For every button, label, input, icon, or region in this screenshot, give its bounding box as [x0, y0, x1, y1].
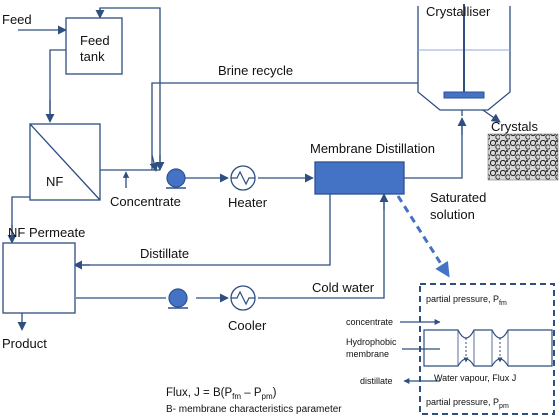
- label-crystalliser: Crystalliser: [426, 4, 491, 19]
- nf-membrane-diagonal: [29, 123, 101, 201]
- label-concentrate: Concentrate: [110, 194, 181, 209]
- pump-bottom: [168, 288, 188, 309]
- flow-lines: [7, 7, 501, 331]
- recycle-to-tank-top: [99, 7, 118, 16]
- inset-water-vapour: Water vapour, Flux J: [434, 373, 516, 383]
- crystalliser-vessel: [417, 4, 511, 116]
- label-brine-recycle: Brine recycle: [218, 63, 293, 78]
- inset-hydrophobic-1: Hydrophobic: [346, 337, 397, 347]
- flux-formula: Flux, J = B(Pfm – Ppm): [166, 387, 277, 401]
- cooler: [230, 285, 256, 311]
- brine-recycle-line: [151, 82, 418, 170]
- inset-pp-top: partial pressure, Pfm: [426, 294, 507, 307]
- label-product: Product: [2, 336, 47, 351]
- label-heater: Heater: [228, 195, 268, 210]
- label-crystals: Crystals: [491, 119, 538, 134]
- label-feed: Feed: [2, 12, 32, 27]
- label-cooler: Cooler: [228, 318, 267, 333]
- zoom-dashed-arrow: [396, 195, 450, 278]
- label-cold-water: Cold water: [312, 280, 375, 295]
- membrane-inset: [400, 283, 555, 415]
- cold-water-line: [258, 196, 385, 299]
- label-nf-permeate: NF Permeate: [8, 225, 85, 240]
- distillate-line: [76, 194, 331, 266]
- labels: Feed Feed tank Crystalliser Brine recycl…: [2, 4, 538, 415]
- label-feed-tank-2: tank: [80, 49, 105, 64]
- feed-tank: [65, 17, 123, 75]
- inset-distillate: distillate: [360, 376, 393, 386]
- inset-concentrate: concentrate: [346, 317, 393, 327]
- brine-bypass-line: [118, 7, 161, 162]
- label-nf: NF: [46, 174, 63, 189]
- label-membrane-distillation: Membrane Distillation: [310, 141, 435, 156]
- hydrophobic-membrane-strip: [423, 329, 553, 367]
- heater: [230, 165, 256, 191]
- product-tank: [2, 242, 76, 314]
- label-saturated-1: Saturated: [430, 190, 486, 205]
- label-saturated-2: solution: [430, 207, 475, 222]
- crystals-image: [487, 133, 559, 181]
- pump-top: [166, 168, 186, 189]
- label-distillate: Distillate: [140, 246, 189, 261]
- inset-hydrophobic-2: membrane: [346, 349, 389, 359]
- inset-pp-bottom: partial pressure, Ppm: [426, 397, 509, 410]
- md-module: [314, 161, 405, 195]
- formula-note: B- membrane characteristics parameter: [166, 404, 342, 415]
- label-feed-tank-1: Feed: [80, 33, 110, 48]
